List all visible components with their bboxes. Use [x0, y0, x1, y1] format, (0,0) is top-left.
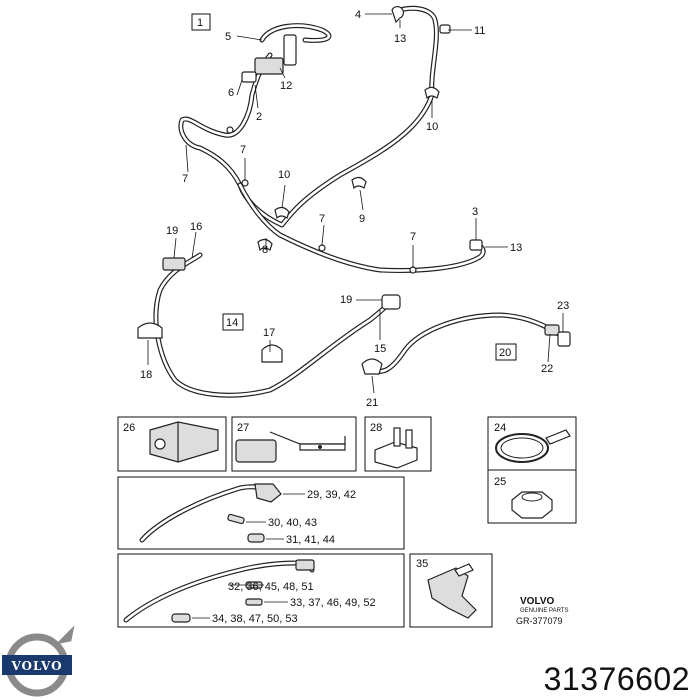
callout-9: 9: [359, 213, 365, 225]
callout-24: 24: [494, 422, 506, 434]
kit-a-label-2: 30, 40, 43: [268, 517, 317, 529]
stamp-brand: VOLVO: [520, 596, 554, 607]
callout-28: 28: [370, 422, 382, 434]
left-hose-assembly: [137, 252, 401, 398]
callout-20: 20: [499, 347, 511, 359]
inset-24-25: 24 25: [487, 416, 577, 524]
callout-19-right: 19: [340, 294, 352, 306]
callout-7-upper: 7: [240, 144, 246, 156]
callout-26: 26: [123, 422, 135, 434]
kit-a-label-1: 29, 39, 42: [307, 489, 356, 501]
callout-5: 5: [225, 31, 231, 43]
callout-13-top: 13: [394, 33, 406, 45]
callout-12: 12: [280, 80, 292, 92]
callout-10-left: 10: [278, 169, 290, 181]
callout-6: 6: [228, 87, 234, 99]
leader-lines: [147, 13, 564, 394]
callout-7-left: 7: [182, 173, 188, 185]
inset-35: 35: [409, 553, 493, 628]
kit-box-a: 29, 39, 42 30, 40, 43 31, 41, 44: [117, 476, 405, 550]
kit-b-label-2: 33, 37, 46, 49, 52: [290, 597, 376, 609]
callout-27: 27: [237, 422, 249, 434]
callout-15: 15: [374, 343, 386, 355]
logo-text: VOLVO: [10, 659, 62, 673]
callout-3: 3: [472, 206, 478, 218]
callout-14: 14: [226, 317, 238, 329]
callout-1: 1: [197, 17, 203, 29]
callout-16: 16: [190, 221, 202, 233]
callout-2: 2: [256, 111, 262, 123]
callout-box-1: [191, 13, 211, 31]
callout-25: 25: [494, 476, 506, 488]
inset-27: 27: [231, 416, 357, 472]
callout-box-20: [495, 343, 517, 361]
kit-box-b: 32, 36, 45, 48, 51 33, 37, 46, 49, 52 34…: [117, 553, 405, 628]
inset-26: 26: [117, 416, 227, 472]
volvo-genuine-parts-stamp: VOLVO GENUINE PARTS GR-377079: [516, 596, 568, 626]
callout-11: 11: [474, 25, 485, 37]
volvo-logo: VOLVO: [2, 625, 75, 697]
callout-13-right: 13: [510, 242, 522, 254]
callout-35: 35: [416, 558, 428, 570]
callout-10-right: 10: [426, 121, 438, 133]
callout-7-mid: 7: [319, 213, 325, 225]
stamp-subtitle: GENUINE PARTS: [520, 608, 568, 614]
callout-labels: 1 5 4 13 11 12 6 2 10 7 7 10 9 7 7 3 13 …: [140, 9, 569, 409]
kit-b-label-1: 32, 36, 45, 48, 51: [228, 581, 314, 593]
callout-18: 18: [140, 369, 152, 381]
callout-8: 8: [262, 244, 268, 256]
callout-19-left: 19: [166, 225, 178, 237]
kit-b-label-3: 34, 38, 47, 50, 53: [212, 613, 298, 625]
stamp-reference: GR-377079: [516, 616, 563, 626]
callout-box-14: [222, 313, 244, 331]
right-hose-assembly: [361, 312, 571, 375]
callout-22: 22: [541, 363, 553, 375]
inset-28: 28: [364, 416, 432, 472]
callout-21: 21: [366, 397, 378, 409]
callout-4: 4: [355, 9, 361, 21]
kit-a-label-3: 31, 41, 44: [286, 534, 335, 546]
callout-17: 17: [263, 327, 275, 339]
part-number: 31376602: [543, 661, 690, 697]
callout-23: 23: [557, 300, 569, 312]
upper-hose-assembly: [178, 5, 486, 274]
callout-7-right: 7: [410, 231, 416, 243]
